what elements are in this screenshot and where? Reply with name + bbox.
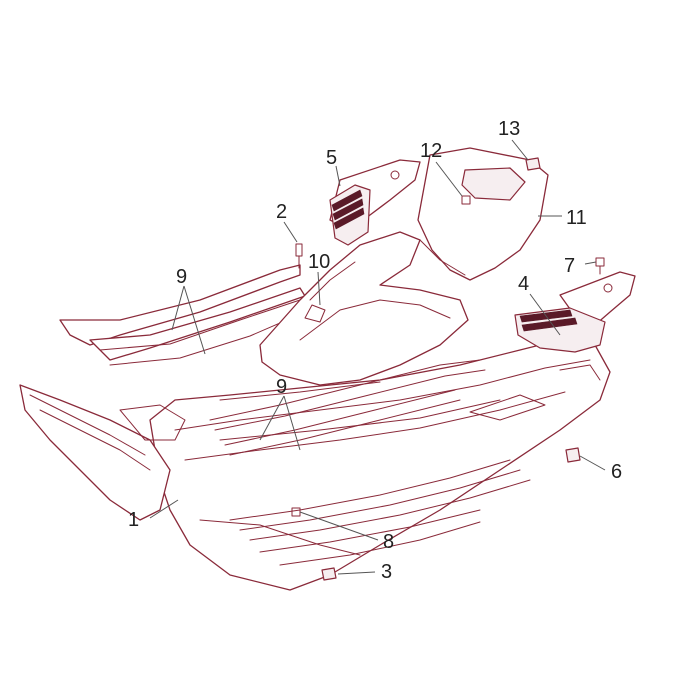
fastener-screw-7 xyxy=(595,257,605,275)
part-foot-rest-right xyxy=(514,271,636,353)
callout-4: 4 xyxy=(518,273,529,295)
callout-10: 10 xyxy=(308,251,330,273)
callout-9-lower: 9 xyxy=(276,376,287,398)
fastener-clip-13 xyxy=(525,157,541,171)
callout-1: 1 xyxy=(128,509,139,531)
fastener-screw-8 xyxy=(291,507,301,517)
fastener-clip-3 xyxy=(321,567,337,581)
callout-labels: 1 2 3 4 5 6 7 8 9 9 10 11 12 13 xyxy=(128,118,622,583)
callout-2: 2 xyxy=(276,201,287,223)
fastener-screw-12 xyxy=(461,195,471,205)
callout-13: 13 xyxy=(498,118,520,140)
leader-lines xyxy=(149,139,606,575)
part-footboard xyxy=(19,339,611,591)
part-floor-trim-right xyxy=(209,359,486,456)
callout-5: 5 xyxy=(326,147,337,169)
callout-12: 12 xyxy=(420,140,442,162)
grip-texture-left xyxy=(331,189,365,230)
part-foot-rest-left xyxy=(329,159,421,246)
callout-9-upper: 9 xyxy=(176,266,187,288)
callout-11: 11 xyxy=(566,207,587,229)
callout-8: 8 xyxy=(383,531,394,553)
callout-3: 3 xyxy=(381,561,392,583)
callout-6: 6 xyxy=(611,461,622,483)
callout-7: 7 xyxy=(564,255,575,277)
fastener-screw-2 xyxy=(295,243,303,269)
fastener-clip-6 xyxy=(565,447,581,463)
part-tunnel-cover xyxy=(259,231,469,386)
